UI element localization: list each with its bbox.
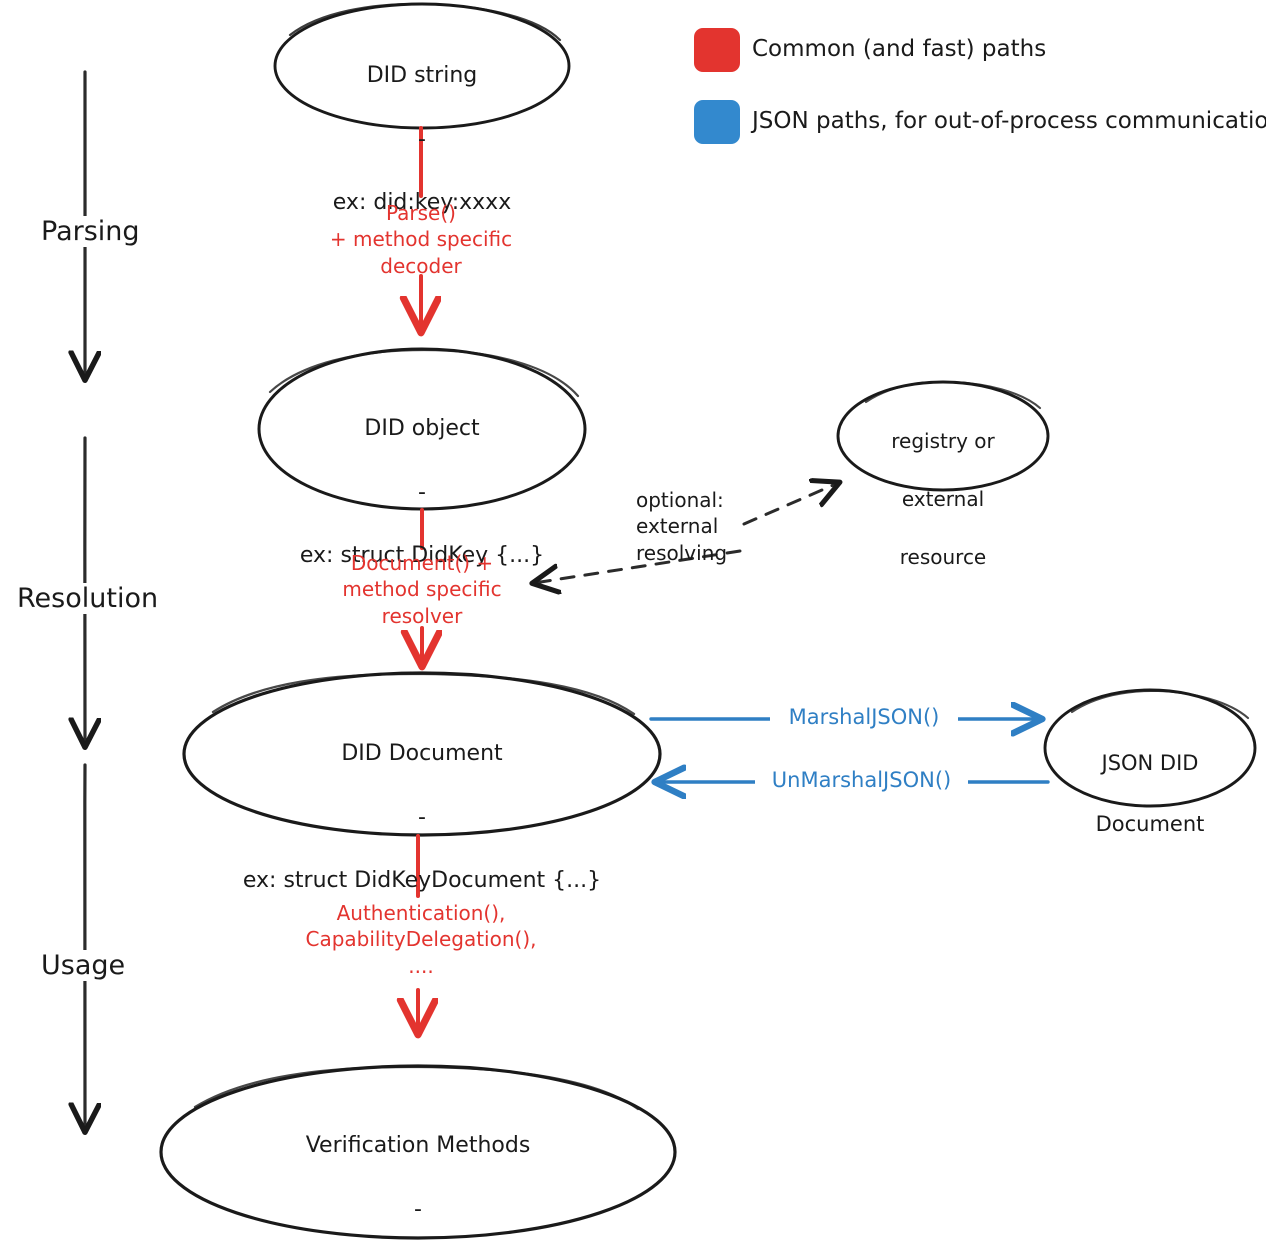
phase-label-usage: Usage xyxy=(38,950,129,981)
node-shape-verification-methods xyxy=(159,1064,677,1240)
legend-swatch-red xyxy=(694,28,740,72)
edge-label-usage-methods: Authentication(), CapabilityDelegation()… xyxy=(305,901,537,978)
edge-external-resolving-out xyxy=(742,483,838,526)
edge-external-resolving-in xyxy=(534,549,742,583)
legend-label-blue: JSON paths, for out-of-process communica… xyxy=(752,108,1266,134)
edge-label-external-resolving: optional: external resolving xyxy=(636,488,728,565)
legend-swatch-blue xyxy=(694,100,740,144)
node-shape-registry xyxy=(836,380,1050,492)
edge-label-parse: Parse() + method specific decoder xyxy=(329,201,513,278)
phase-label-resolution: Resolution xyxy=(14,583,162,614)
node-shape-json-did-document xyxy=(1043,688,1257,808)
edge-label-unmarshal-json: UnMarshalJSON() xyxy=(755,767,968,795)
phase-label-parsing: Parsing xyxy=(38,216,143,247)
node-shape-did-object xyxy=(257,347,587,511)
legend-label-red: Common (and fast) paths xyxy=(752,36,1047,62)
node-shape-did-document xyxy=(182,671,662,837)
edge-label-marshal-json: MarshalJSON() xyxy=(770,704,958,732)
node-shape-did-string xyxy=(273,2,571,130)
edge-label-document: Document() + method specific resolver xyxy=(342,551,502,628)
